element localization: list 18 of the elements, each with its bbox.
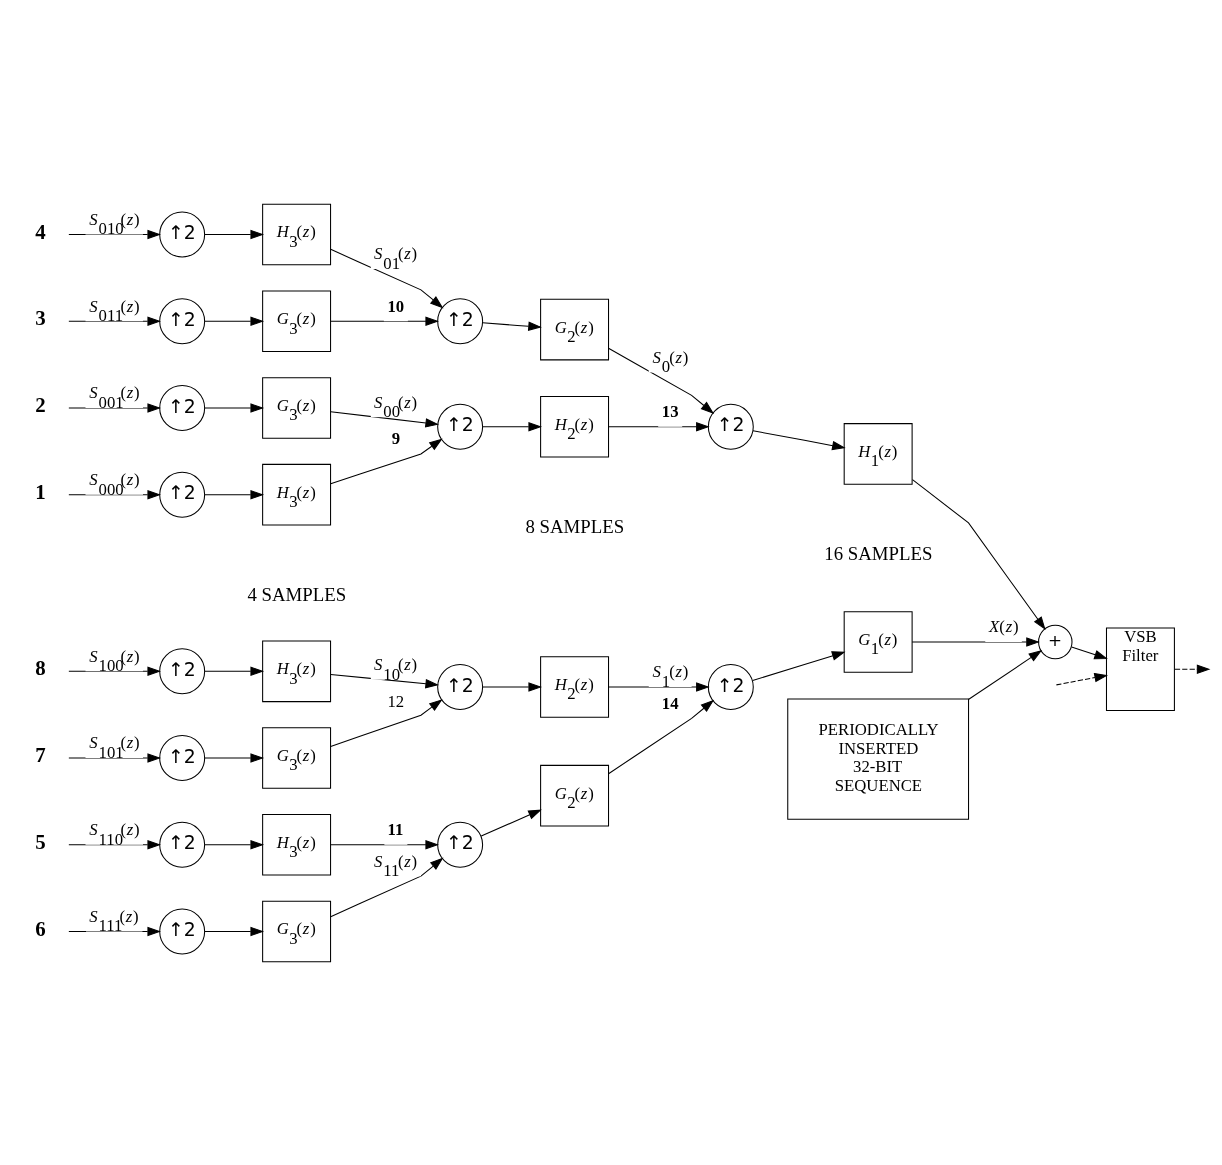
edge-label: 12 bbox=[387, 691, 405, 711]
node-text: 6 bbox=[35, 916, 46, 941]
label: 16 SAMPLES bbox=[824, 542, 933, 564]
node-text: 5 bbox=[35, 829, 46, 854]
node-text: 4 bbox=[35, 219, 46, 244]
label: 8 SAMPLES bbox=[525, 515, 625, 537]
node-text: 3 bbox=[35, 305, 46, 330]
edge-label: 13 bbox=[661, 401, 679, 421]
node-text: 2 bbox=[35, 392, 46, 417]
edge-label: 10 bbox=[387, 296, 405, 316]
label: 4 SAMPLES bbox=[247, 583, 347, 605]
node-text: 1 bbox=[35, 479, 46, 504]
node-text: 7 bbox=[35, 742, 46, 767]
edge-label: 9 bbox=[391, 428, 401, 448]
edge-label: X(z) bbox=[988, 616, 1019, 636]
edge-label: 11 bbox=[387, 819, 404, 839]
node-text: 8 bbox=[35, 655, 46, 680]
edge-label: 14 bbox=[661, 693, 679, 713]
